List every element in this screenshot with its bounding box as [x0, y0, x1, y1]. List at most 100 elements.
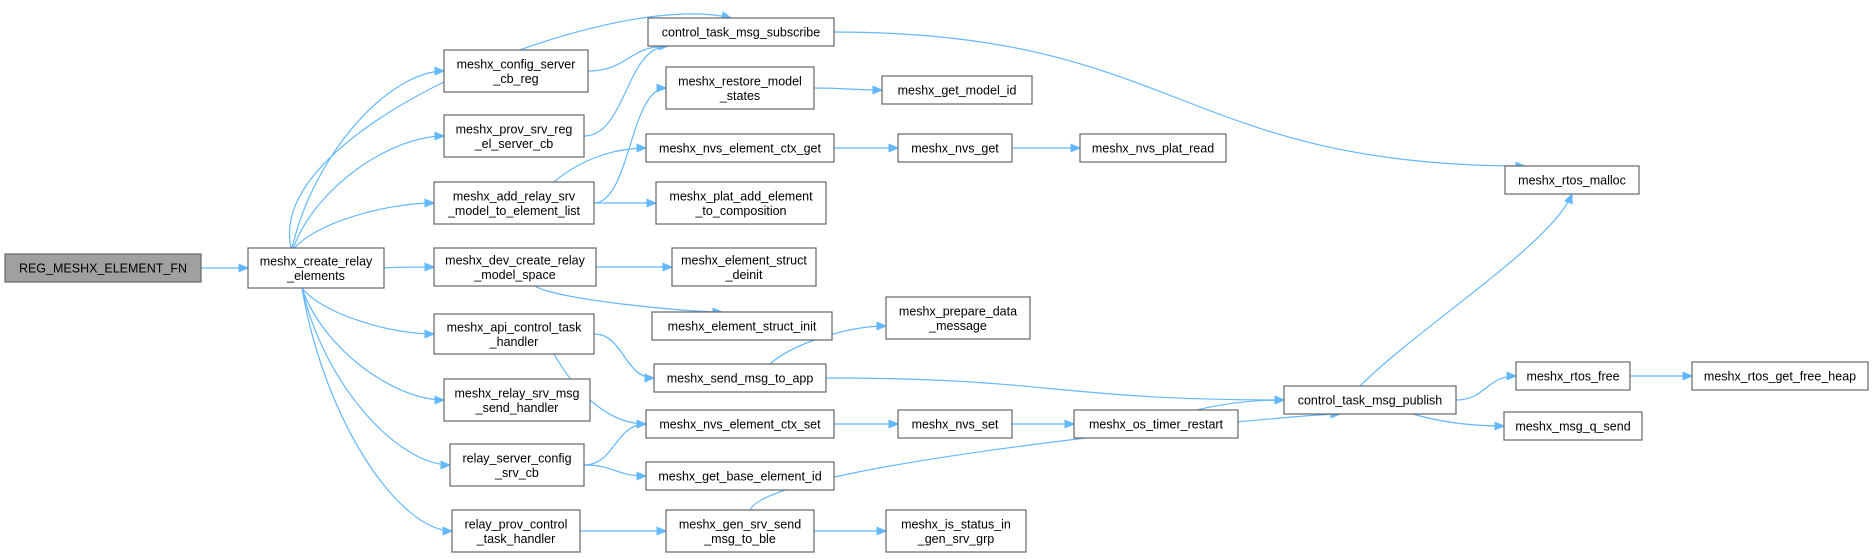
node-label: meshx_prepare_data — [899, 304, 1017, 318]
node-meshx-get-model-id[interactable]: meshx_get_model_id — [881, 75, 1033, 105]
edge-arrowhead — [238, 263, 250, 273]
node-box — [881, 75, 1033, 105]
edge-meshx-create-relay-elements-to-relay-server-config-srv-cb — [301, 287, 452, 470]
node-label: _elements — [286, 269, 345, 283]
edge-relay-server-config-srv-cb-to-meshx-get-base-element-id — [583, 464, 648, 481]
node-meshx-rtos-free[interactable]: meshx_rtos_free — [1515, 361, 1631, 391]
node-meshx-msg-q-send[interactable]: meshx_msg_q_send — [1503, 411, 1643, 441]
node-box — [4, 253, 202, 283]
node-meshx-nvs-set[interactable]: meshx_nvs_set — [897, 409, 1013, 439]
edge-meshx-dev-create-relay-model-space-to-meshx-element-struct-init — [534, 285, 724, 317]
edge-arrowhead — [1070, 143, 1082, 153]
node-meshx-send-msg-to-app[interactable]: meshx_send_msg_to_app — [653, 363, 827, 393]
node-reg-meshx-element-fn[interactable]: REG_MESHX_ELEMENT_FN — [4, 253, 202, 283]
node-meshx-get-base-element-id[interactable]: meshx_get_base_element_id — [645, 461, 835, 491]
edge-meshx-add-relay-srv-model-to-element-list-to-meshx-restore-model-states — [593, 83, 668, 204]
node-meshx-add-relay-srv-model-to-element-list[interactable]: meshx_add_relay_srv_model_to_element_lis… — [433, 181, 595, 225]
node-label: meshx_nvs_get — [911, 142, 999, 156]
edge-arrowhead — [1506, 371, 1518, 381]
node-box — [897, 409, 1013, 439]
node-label: _el_server_cb — [474, 137, 554, 151]
edge-meshx-api-control-task-handler-to-meshx-send-msg-to-app — [593, 333, 656, 383]
node-label: meshx_rtos_malloc — [1518, 174, 1626, 188]
node-meshx-prepare-data-message[interactable]: meshx_prepare_data_message — [885, 296, 1031, 340]
node-meshx-config-server-cb-reg[interactable]: meshx_config_server_cb_reg — [443, 49, 589, 93]
node-label: meshx_prov_srv_reg — [456, 122, 573, 136]
node-label: meshx_nvs_element_ctx_set — [659, 418, 821, 432]
node-label: _states — [719, 89, 760, 103]
node-meshx-nvs-element-ctx-get[interactable]: meshx_nvs_element_ctx_get — [645, 133, 835, 163]
node-meshx-rtos-get-free-heap[interactable]: meshx_rtos_get_free_heap — [1691, 361, 1869, 391]
edge-meshx-nvs-element-ctx-get-to-meshx-nvs-get — [834, 143, 900, 153]
node-meshx-nvs-plat-read[interactable]: meshx_nvs_plat_read — [1079, 133, 1227, 163]
node-meshx-os-timer-restart[interactable]: meshx_os_timer_restart — [1073, 409, 1239, 439]
node-box — [433, 313, 595, 355]
edge-line — [583, 423, 647, 466]
node-label: _to_composition — [694, 204, 786, 218]
node-relay-server-config-srv-cb[interactable]: relay_server_config_srv_cb — [449, 443, 585, 487]
node-label: relay_prov_control — [465, 517, 568, 531]
edge-meshx-create-relay-elements-to-meshx-api-control-task-handler — [301, 287, 436, 339]
node-label: meshx_nvs_plat_read — [1092, 142, 1214, 156]
edge-meshx-nvs-set-to-meshx-os-timer-restart — [1012, 419, 1076, 429]
node-label: meshx_is_status_in — [901, 517, 1011, 531]
edge-control-task-msg-publish-to-meshx-rtos-free — [1455, 371, 1518, 401]
edge-arrowhead — [636, 143, 648, 153]
edge-arrowhead — [646, 198, 658, 208]
edge-line — [587, 45, 669, 72]
node-label: meshx_rtos_free — [1526, 370, 1619, 384]
node-box — [665, 66, 815, 110]
edge-arrowhead — [434, 395, 446, 405]
edge-meshx-create-relay-elements-to-meshx-dev-create-relay-model-space — [383, 262, 436, 272]
edge-arrowhead — [434, 131, 446, 141]
edge-control-task-msg-publish-to-meshx-msg-q-send — [1412, 413, 1506, 431]
node-meshx-api-control-task-handler[interactable]: meshx_api_control_task_handler — [433, 313, 595, 355]
node-meshx-plat-add-element-to-composition[interactable]: meshx_plat_add_element_to_composition — [655, 181, 827, 225]
edge-arrowhead — [888, 143, 900, 153]
node-box — [665, 509, 815, 553]
edge-meshx-create-relay-elements-to-meshx-relay-srv-msg-send-handler — [301, 287, 446, 405]
node-box — [645, 461, 835, 491]
edge-meshx-rtos-free-to-meshx-rtos-get-free-heap — [1630, 371, 1694, 381]
edge-arrowhead — [644, 373, 656, 383]
edge-arrowhead — [1682, 371, 1694, 381]
node-label: control_task_msg_publish — [1298, 394, 1443, 408]
edge-line — [301, 287, 435, 335]
node-box — [1504, 165, 1640, 195]
node-box — [651, 311, 833, 341]
edge-line — [292, 135, 445, 249]
node-meshx-restore-model-states[interactable]: meshx_restore_model_states — [665, 66, 815, 110]
node-label: meshx_element_struct — [681, 253, 807, 267]
node-meshx-prov-srv-reg-el-server-cb[interactable]: meshx_prov_srv_reg_el_server_cb — [443, 114, 585, 158]
node-meshx-element-struct-init[interactable]: meshx_element_struct_init — [651, 311, 833, 341]
edge-arrowhead — [876, 321, 888, 331]
node-meshx-nvs-element-ctx-set[interactable]: meshx_nvs_element_ctx_set — [645, 409, 835, 439]
edge-arrowhead — [876, 526, 888, 536]
node-meshx-is-status-in-gen-srv-grp[interactable]: meshx_is_status_in_gen_srv_grp — [885, 509, 1027, 553]
node-meshx-gen-srv-send-msg-to-ble[interactable]: meshx_gen_srv_send_msg_to_ble — [665, 509, 815, 553]
node-meshx-rtos-malloc[interactable]: meshx_rtos_malloc — [1504, 165, 1640, 195]
edge-arrowhead — [1064, 419, 1076, 429]
node-control-task-msg-publish[interactable]: control_task_msg_publish — [1283, 385, 1457, 415]
node-meshx-element-struct-deinit[interactable]: meshx_element_struct_deinit — [671, 247, 817, 287]
node-meshx-nvs-get[interactable]: meshx_nvs_get — [897, 133, 1013, 163]
edge-line — [294, 202, 435, 249]
node-meshx-relay-srv-msg-send-handler[interactable]: meshx_relay_srv_msg_send_handler — [443, 378, 591, 422]
node-label: meshx_create_relay — [260, 254, 373, 268]
edge-arrowhead — [1494, 421, 1506, 431]
edge-arrowhead — [662, 262, 674, 272]
node-label: control_task_msg_subscribe — [662, 26, 820, 40]
node-box — [897, 133, 1013, 163]
edge-meshx-send-msg-to-app-to-control-task-msg-publish — [825, 377, 1286, 405]
edge-line — [534, 285, 723, 313]
edge-meshx-os-timer-restart-to-control-task-msg-publish — [1196, 395, 1286, 411]
node-box — [247, 247, 385, 289]
node-box — [443, 49, 589, 93]
node-meshx-create-relay-elements[interactable]: meshx_create_relay_elements — [247, 247, 385, 289]
edge-meshx-nvs-element-ctx-set-to-meshx-nvs-set — [834, 419, 900, 429]
node-box — [885, 296, 1031, 340]
node-meshx-dev-create-relay-model-space[interactable]: meshx_dev_create_relay_model_space — [433, 247, 597, 287]
node-control-task-msg-subscribe[interactable]: control_task_msg_subscribe — [647, 17, 835, 47]
node-relay-prov-control-task-handler[interactable]: relay_prov_control_task_handler — [451, 509, 581, 553]
edge-meshx-gen-srv-send-msg-to-ble-to-meshx-is-status-in-gen-srv-grp — [814, 526, 888, 536]
